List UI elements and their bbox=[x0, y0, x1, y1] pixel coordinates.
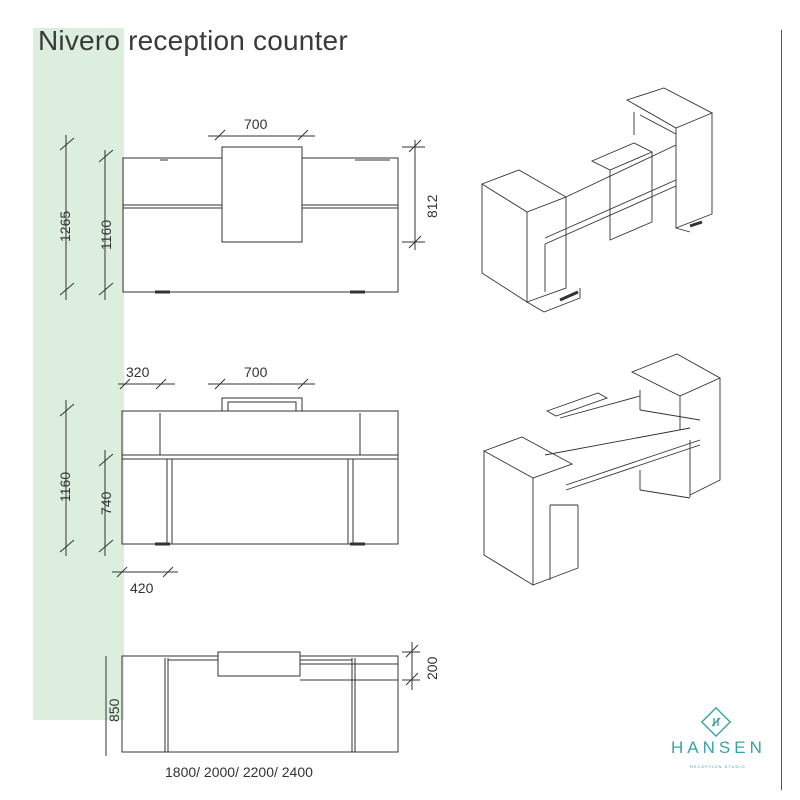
isometric-front bbox=[480, 87, 714, 313]
dim-top-depth: 850 bbox=[106, 698, 122, 722]
dim-rear-desk-height: 740 bbox=[98, 491, 114, 515]
dim-lengths: 1800/ 2000/ 2200/ 2400 bbox=[165, 764, 313, 780]
dim-front-counter-height: 1160 bbox=[98, 220, 114, 250]
page-title: Nivero reception counter bbox=[38, 25, 348, 56]
dim-front-top-width: 700 bbox=[244, 116, 268, 132]
dim-rear-top-width: 700 bbox=[244, 364, 268, 380]
brand-name: HANSEN bbox=[671, 738, 766, 757]
dim-front-total-height: 1265 bbox=[57, 211, 73, 242]
green-band bbox=[33, 28, 124, 720]
dim-front-panel-height: 812 bbox=[424, 194, 440, 218]
rear-elevation: 320 700 1160 740 420 bbox=[57, 364, 399, 596]
brand-tagline: RECEPTION STUDIO bbox=[690, 764, 746, 769]
dim-rear-side-depth: 420 bbox=[130, 580, 154, 596]
dim-rear-total-height: 1160 bbox=[57, 472, 73, 502]
hansen-logo-icon bbox=[700, 706, 732, 738]
front-elevation: 700 1265 1160 812 bbox=[57, 116, 440, 300]
dim-top-shelf-depth: 200 bbox=[424, 656, 440, 680]
right-divider bbox=[781, 30, 782, 790]
dim-rear-side-width: 320 bbox=[126, 364, 150, 380]
top-view: 850 200 1800/ 2000/ 2200/ 2400 bbox=[105, 642, 440, 780]
isometric-rear bbox=[482, 353, 722, 586]
